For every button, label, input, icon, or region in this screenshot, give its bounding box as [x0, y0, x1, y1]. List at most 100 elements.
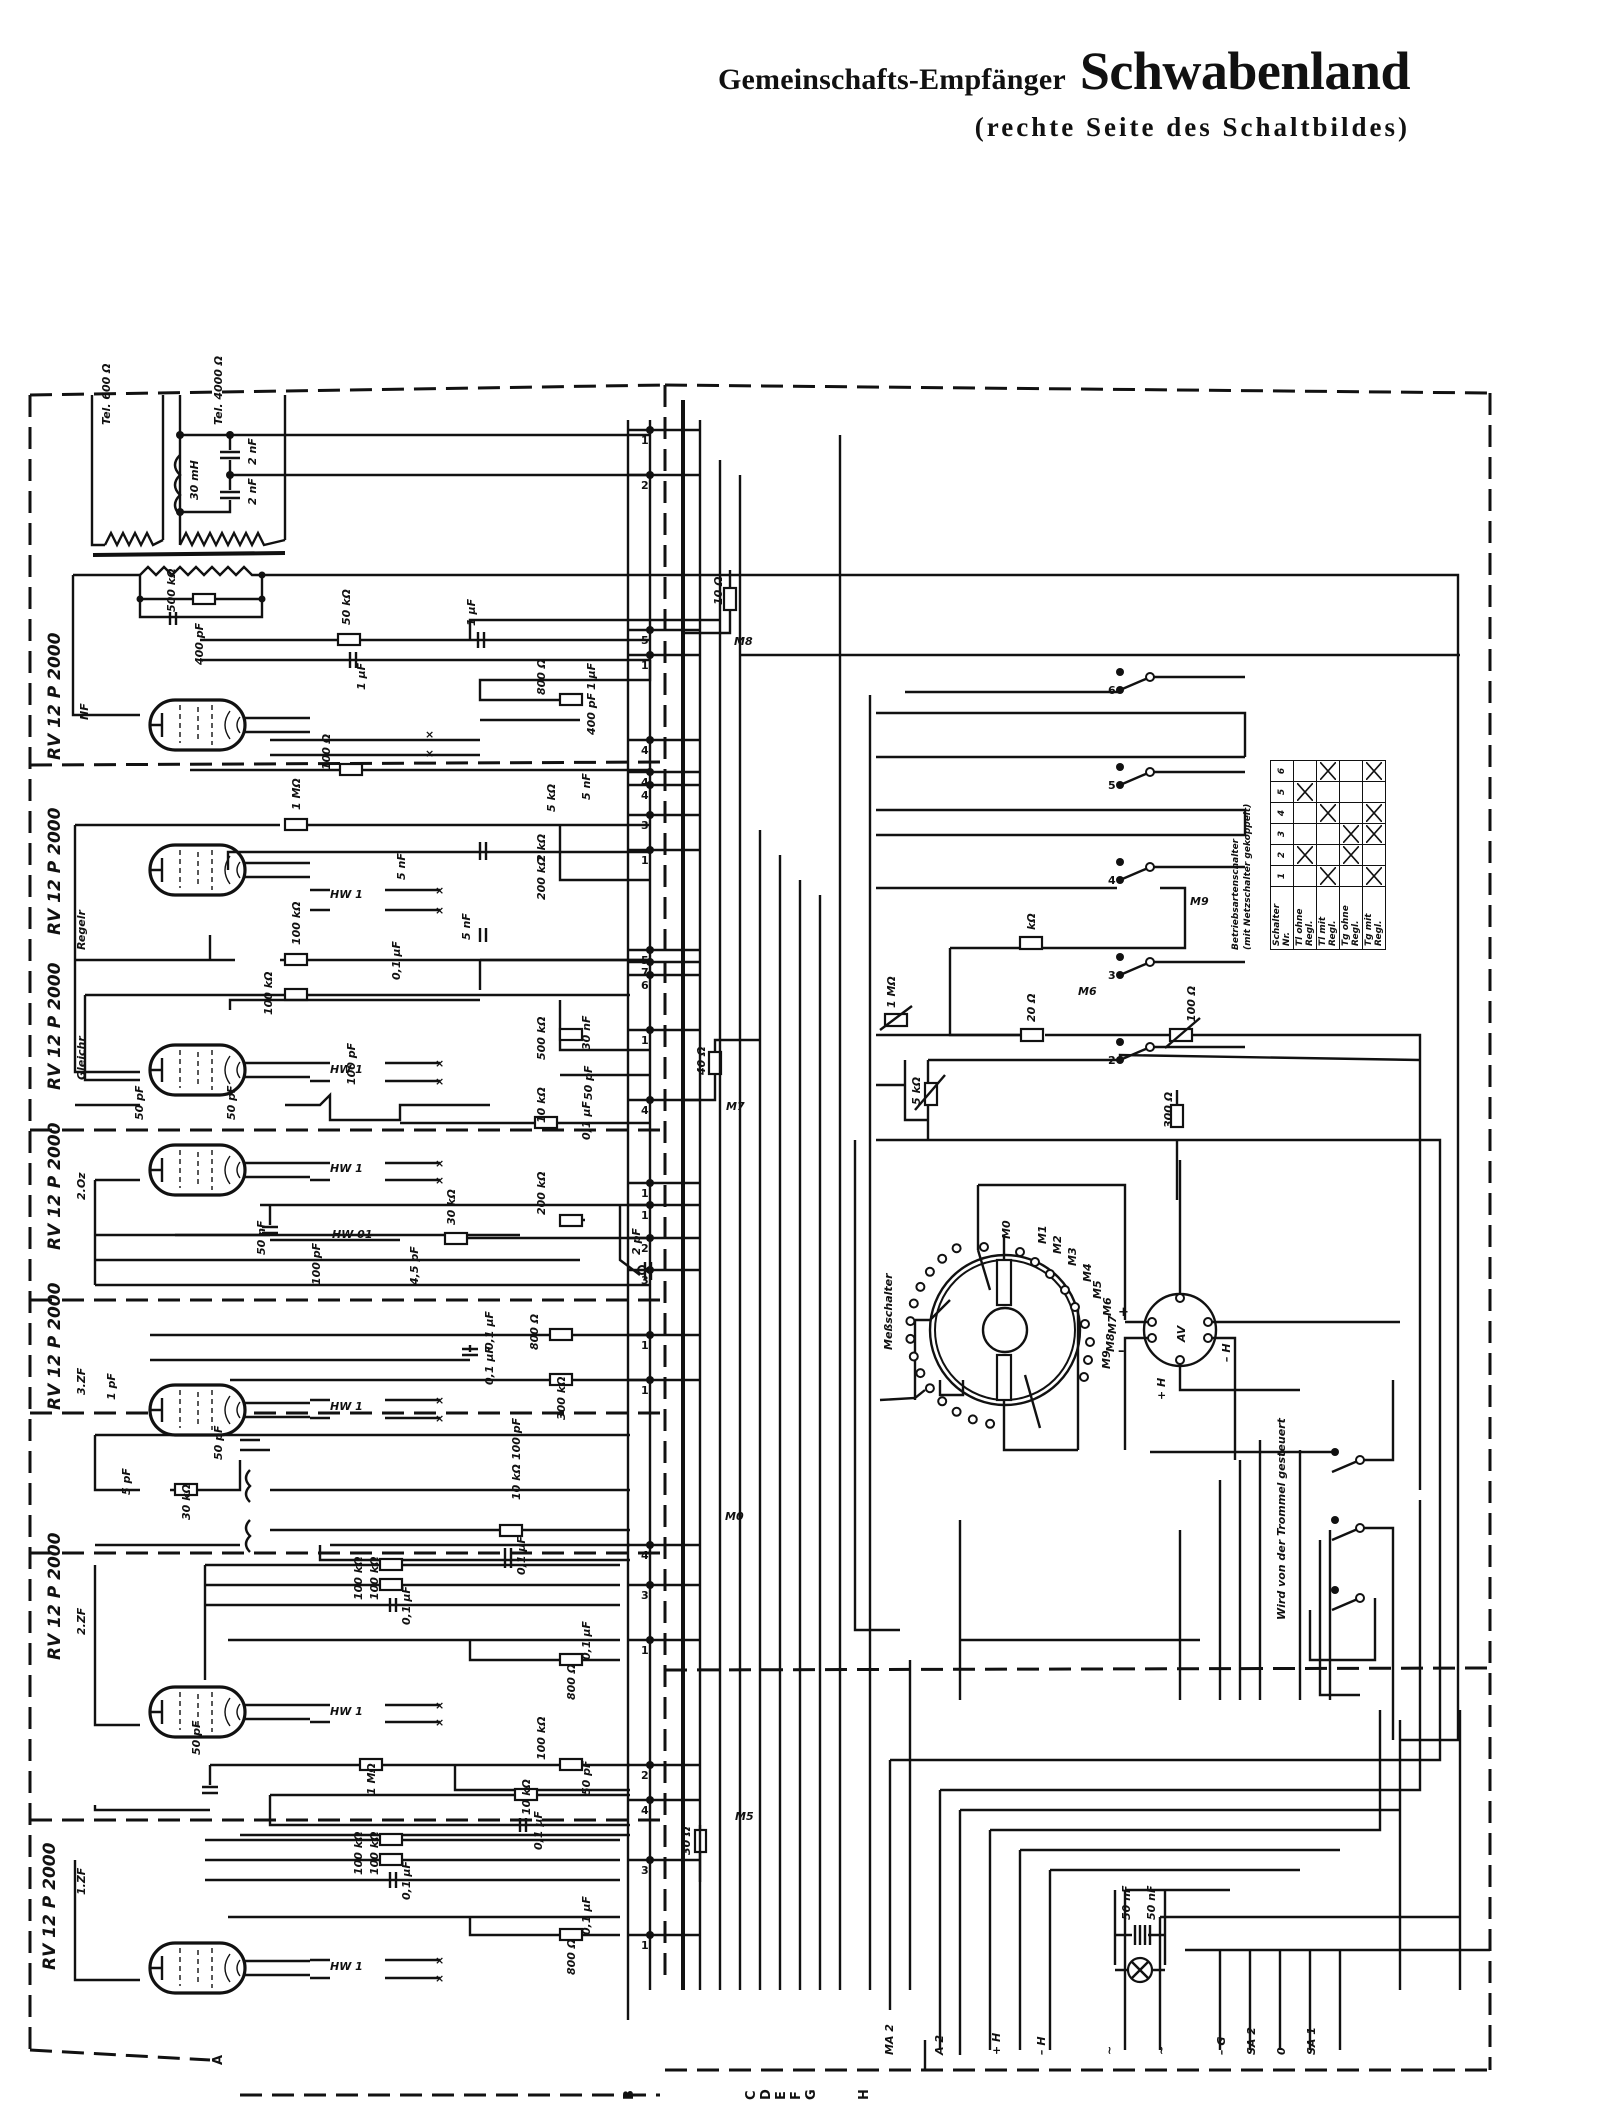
connector-label: A 2 [933, 2035, 946, 2056]
svg-text:×: × [435, 1075, 444, 1088]
mode-table-cross [1362, 823, 1386, 845]
right-wiring [698, 420, 1490, 2070]
bus-column [626, 400, 685, 2020]
mode-switch-contact-4[interactable]: 4 [1108, 858, 1245, 887]
tube-1 [148, 698, 310, 752]
pin-number: 1 [641, 1034, 649, 1047]
mode-table-col: 3 [1270, 823, 1294, 845]
pilot-lamp: 50 nF 50 nF [1113, 1885, 1167, 1984]
page-title: Schwabenland [1079, 41, 1411, 101]
label-0.1uf-f: 0,1 μF [400, 1586, 413, 1625]
mode-table-row: Tg ohne Regl. [1339, 760, 1363, 950]
mode-switch-contact-3[interactable]: 3 [1108, 953, 1245, 982]
mode-table-cross [1362, 802, 1386, 824]
label-50k: 50 kΩ [340, 589, 353, 625]
svg-text:×: × [435, 1699, 444, 1712]
meter-contact [905, 1316, 916, 1327]
tube-6 [148, 1685, 310, 1739]
connector-label: ~ [1103, 2046, 1116, 2055]
mode-table-row-label: Tl mit Regl. [1316, 886, 1340, 950]
connector-label: + H [990, 2033, 1003, 2055]
frame-outer [28, 383, 1492, 2097]
bus-label-e: E [774, 2091, 789, 2100]
mp-m5: M5 [735, 1810, 754, 1823]
label-800-ohm: 800 Ω [535, 659, 548, 695]
mode-table-cross [1362, 865, 1386, 887]
antenna-label: A [211, 2055, 226, 2065]
pin-number: 1 [641, 659, 649, 672]
svg-text:×: × [435, 1954, 444, 1967]
mode-switch-contact-2[interactable]: 2 [1108, 1038, 1245, 1067]
mode-table-row: Tl mit Regl. [1316, 760, 1340, 950]
label-1M-b: 1 MΩ [365, 1763, 378, 1795]
label-0.1uf-c: 0,1 μF [483, 1311, 496, 1350]
label-30k: 30 kΩ [445, 1189, 458, 1225]
av-minus-h: – H [1220, 1343, 1233, 1362]
label-1uf-b: 1 μF [355, 662, 368, 690]
meter-contact [985, 1418, 996, 1429]
lamp-cap-a: 50 nF [1120, 1885, 1133, 1920]
label-40-ohm: 40 Ω [695, 1047, 708, 1077]
svg-text:×: × [435, 1174, 444, 1187]
connector-label: SA 2 [1245, 2027, 1258, 2055]
label-100k-g: 100 kΩ [352, 1832, 365, 1875]
mode-table-row: Tg mit Regl. [1362, 760, 1386, 950]
label-tel-600: Tel. 600 Ω [100, 364, 113, 425]
mode-switch-contact-5[interactable]: 5 [1108, 763, 1245, 792]
av-plus: + [1118, 1305, 1129, 1320]
label-100pf: 100 pF [345, 1042, 358, 1085]
pin-number: 1 [641, 434, 649, 447]
connector-label: MA 2 [883, 2024, 896, 2055]
mode-table-header-label: Schalter Nr. [1270, 886, 1294, 950]
label-hw1-b: HW 1 [330, 1063, 363, 1076]
connector-label: SA 1 [1305, 2027, 1318, 2055]
label-200k-b: 200 kΩ [535, 1172, 548, 1215]
drum-note: Wird von der Trommel gesteuert [1275, 1417, 1288, 1620]
label-cap-2nf-b: 2 nF [246, 478, 259, 505]
pin-number: 1 [641, 1939, 649, 1952]
switch-number: 4 [1108, 874, 1116, 887]
mode-switch-table: Betriebsartenschalter (mit Netzschalter … [1230, 760, 1430, 950]
svg-text:×: × [435, 884, 444, 897]
meter-tap-m7: M7 [1085, 1315, 1119, 1347]
svg-text:M7: M7 [1106, 1315, 1119, 1334]
if-filters: 5 pF 30 kΩ 50 pF 100 pF 10 kΩ 0,1 μF [93, 1417, 630, 1575]
label-100-ohm: 100 Ω [320, 734, 333, 770]
label-10k: 10 kΩ [535, 1087, 548, 1123]
label-0.1uf: 0,1 μF [390, 941, 403, 980]
pin-number: 3 [641, 1589, 649, 1602]
pin-number: 2 [641, 479, 649, 492]
pin-number: 7 [641, 966, 649, 979]
tube-role-2: Regelr [75, 910, 88, 950]
tube-3 [148, 1043, 310, 1097]
meter-contact [908, 1351, 919, 1362]
mp-m6: M6 [1078, 985, 1097, 998]
output-transformer: Tel. 600 Ω Tel. 4000 Ω 30 mH 2 nF 2 nF 5… [71, 356, 720, 717]
svg-text:×: × [435, 904, 444, 917]
label-pot-1M: 1 MΩ [885, 976, 898, 1008]
label-1pf: 1 pF [105, 1373, 118, 1400]
label-0.1uf-b: 0,1 μF [580, 1101, 593, 1140]
svg-text:×: × [435, 1716, 444, 1729]
label-100k-d: 100 kΩ [352, 1557, 365, 1600]
mode-table-row-label: Tg ohne Regl. [1339, 886, 1363, 950]
mode-table-row: Tl ohne Regl. [1293, 760, 1317, 950]
connector-label: – H [1035, 2036, 1048, 2055]
mode-table-empty [1293, 802, 1317, 824]
mode-table-cross [1293, 844, 1317, 866]
mode-switch-contact-6[interactable]: 6 [1108, 668, 1245, 697]
label-50pf-b: 50 pF [133, 1085, 146, 1120]
meter-tap-m1: M1 [1015, 1225, 1049, 1257]
pin-number: 4 [641, 1549, 649, 1562]
connector-label: ~ [1155, 2046, 1168, 2055]
svg-text:M0: M0 [1000, 1220, 1013, 1239]
label-200k: 200 kΩ [535, 857, 548, 900]
av-minus: – [1118, 1344, 1125, 1359]
svg-text:M5: M5 [1091, 1280, 1104, 1299]
meter-tap-m3: M3 [1045, 1247, 1079, 1279]
switch-number: 3 [1108, 969, 1116, 982]
pin-number: 3 [641, 1274, 649, 1287]
